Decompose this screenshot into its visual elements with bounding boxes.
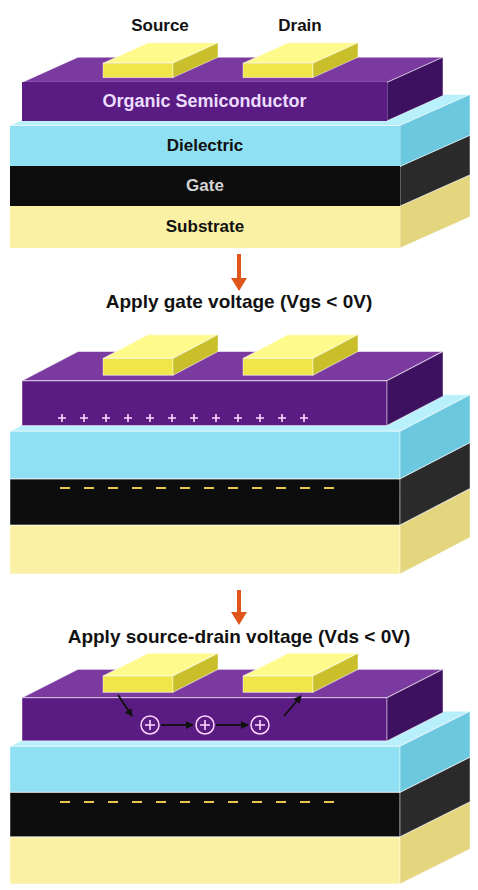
positive-charges	[58, 414, 308, 422]
layer-label: Gate	[186, 176, 224, 196]
layer-label: Substrate	[166, 217, 244, 237]
flow-arrow	[216, 724, 248, 726]
device-panel	[10, 653, 470, 884]
semiconductor-layer: Organic Semiconductor	[22, 82, 387, 120]
extraction-arrow	[284, 696, 301, 716]
substrate-layer: Substrate	[10, 206, 400, 248]
injection-arrow	[118, 695, 132, 716]
hole-transport	[118, 695, 301, 734]
gate-layer: Gate	[10, 166, 400, 206]
device-panel	[10, 335, 470, 574]
step-caption: Apply source-drain voltage (Vds < 0V)	[68, 626, 411, 648]
step-arrow	[231, 590, 247, 625]
layer-label: Organic Semiconductor	[102, 91, 306, 112]
negative-charges	[60, 487, 334, 489]
device-panel	[10, 43, 470, 248]
arrow-shaft	[237, 590, 241, 614]
electrode-label: Source	[131, 16, 189, 36]
arrow-shaft	[237, 254, 241, 280]
electrode-label: Drain	[278, 16, 321, 36]
flow-arrow	[161, 724, 193, 726]
step-caption: Apply gate voltage (Vgs < 0V)	[106, 291, 373, 313]
arrow-head	[231, 278, 247, 291]
layer-label: Dielectric	[167, 136, 244, 156]
dielectric-layer: Dielectric	[10, 126, 400, 167]
hole-plus	[145, 720, 265, 730]
negative-charges	[60, 801, 334, 803]
step-arrow	[231, 254, 247, 291]
arrow-head	[231, 612, 247, 625]
